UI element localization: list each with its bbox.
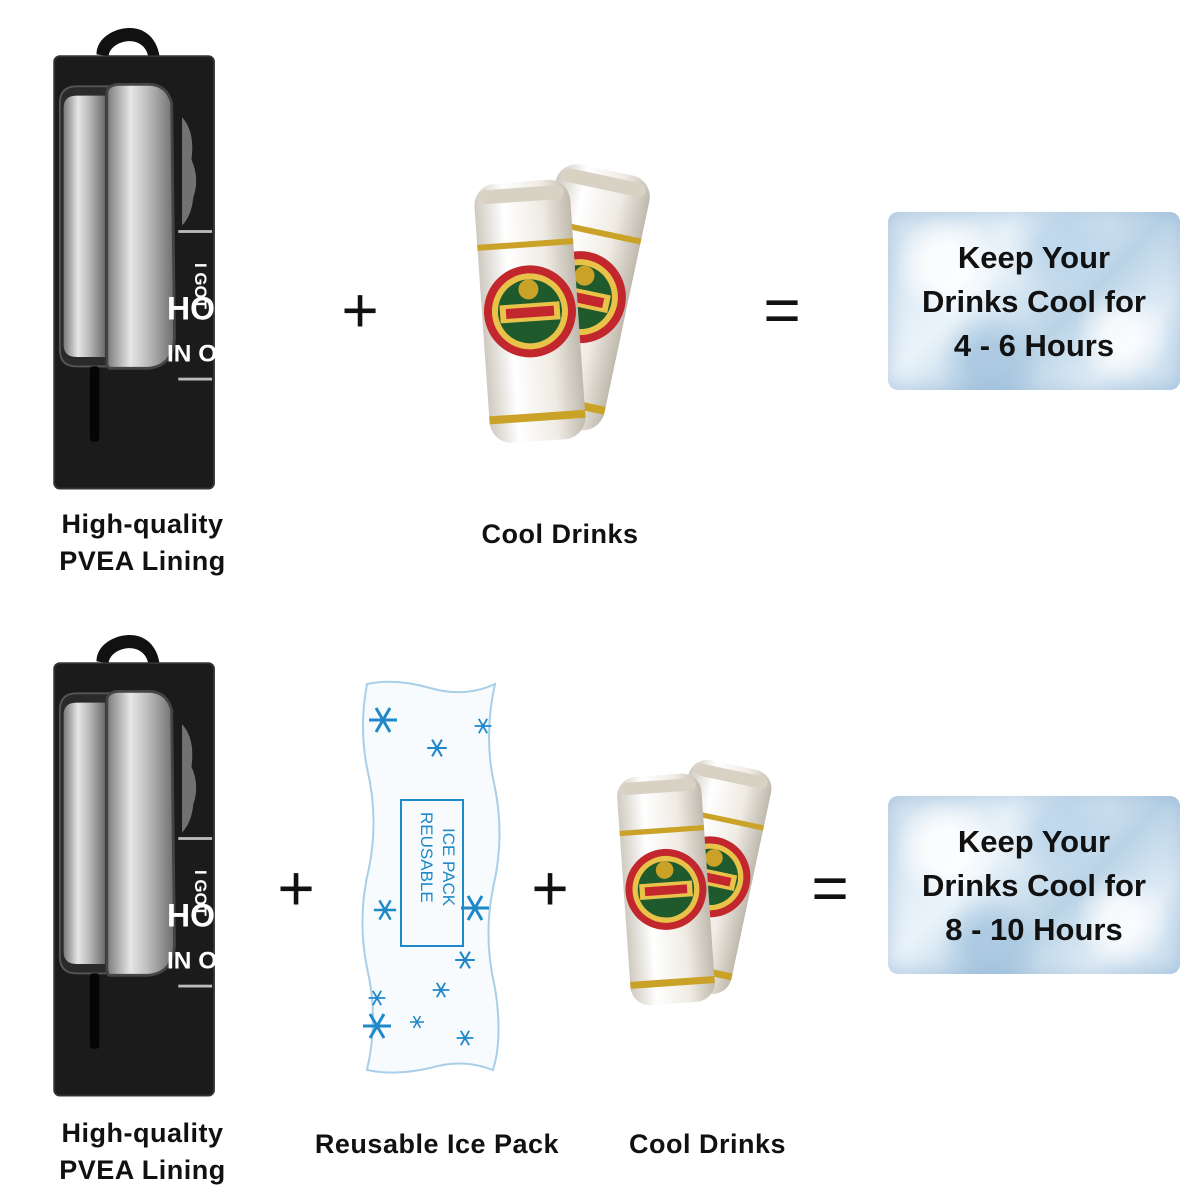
beer-cans-illustration [473,160,654,445]
result-line1: Keep Your [957,240,1111,275]
insulated-bag-image-row2: I GOT HO IN O [0,633,240,1105]
equals-sign-row1: = [763,274,801,346]
ice-pack-caption: Reusable Ice Pack [314,1129,560,1159]
cans-image-row1 [455,140,705,450]
result-line3: 8 - 10 Hours [945,912,1123,947]
bag-caption-line2: PVEA Lining [59,546,226,576]
bag-illustration: I GOT HO IN O [52,26,217,491]
beer-cans-illustration [615,756,776,1007]
result-box-row1: Keep Your Drinks Cool for 4 - 6 Hours [888,212,1180,390]
bag-print-line3: IN O [167,948,217,975]
bag-caption-row1: High-quality PVEA Lining [20,506,265,580]
ice-pack-label-line2: ICE PACK [439,828,458,907]
bag-print-line1: I GOT [191,263,210,310]
ice-pack-illustration: REUSABLE ICE PACK [361,680,501,1074]
bag-caption-line1: High-quality [61,509,224,539]
equals-sign-row2: = [811,852,849,924]
ice-pack-image: REUSABLE ICE PACK [355,678,505,1076]
bag-caption-line1: High-quality [61,1118,224,1148]
result-line2: Drinks Cool for [922,868,1146,903]
bag-print-line3: IN O [167,341,217,368]
drinks-caption-row1: Cool Drinks [481,519,639,549]
insulated-bag-image-row1: I GOT HO IN O [0,26,240,498]
bag-print-line2: HO [167,897,215,933]
result-box-row2: Keep Your Drinks Cool for 8 - 10 Hours [888,796,1180,974]
ice-pack-label-line1: REUSABLE [417,812,436,903]
result-line2: Drinks Cool for [922,284,1146,319]
bag-caption-row2: High-quality PVEA Lining [20,1115,265,1189]
plus-sign-row2-second: + [531,852,569,924]
bag-print-line1: I GOT [191,870,210,917]
bag-illustration: I GOT HO IN O [52,633,217,1098]
bag-print-line2: HO [167,290,215,326]
cans-image-row2 [600,735,820,1015]
plus-sign-row2-first: + [277,852,315,924]
bag-caption-line2: PVEA Lining [59,1155,226,1185]
plus-sign-row1: + [341,274,379,346]
result-line1: Keep Your [957,824,1111,859]
drinks-caption-row2: Cool Drinks [628,1129,787,1159]
result-line3: 4 - 6 Hours [953,328,1115,363]
